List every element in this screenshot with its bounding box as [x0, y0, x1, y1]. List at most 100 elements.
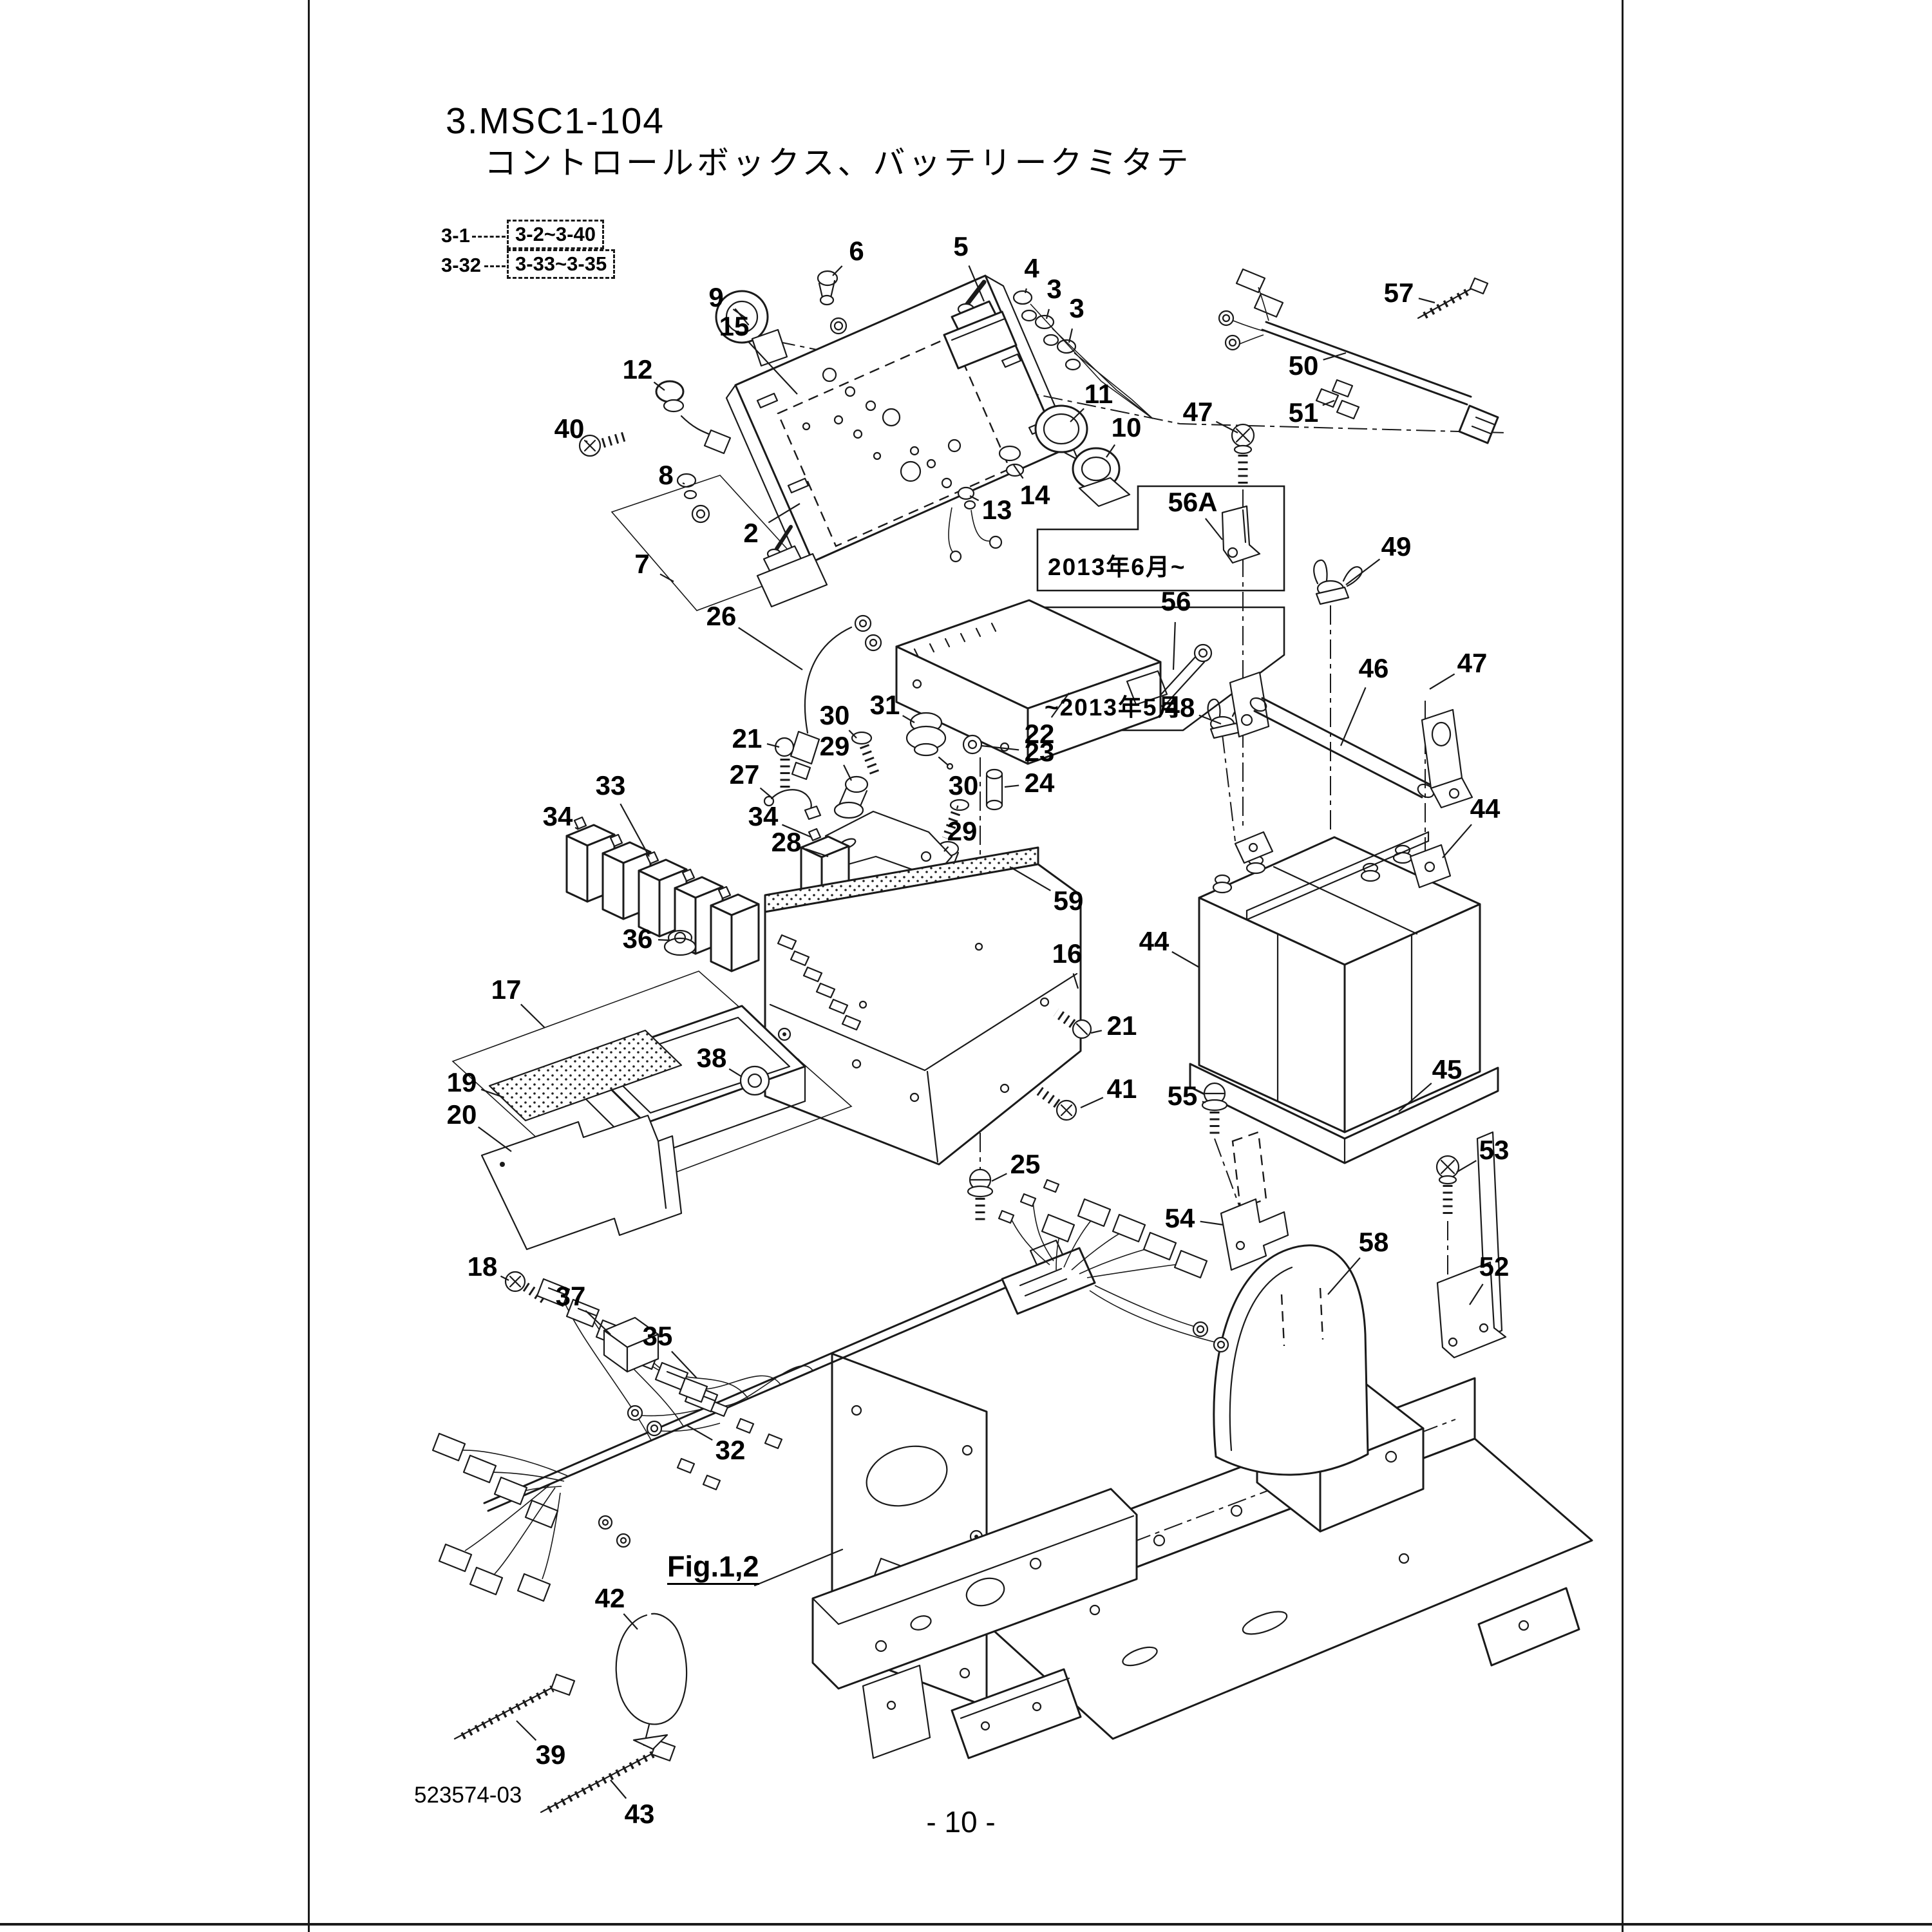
part-callout-30: 30 [948, 770, 979, 800]
ref-row1-range: 3-2~3-40 [507, 220, 604, 249]
part-callout-21: 21 [732, 723, 762, 753]
callout-leader-13 [969, 495, 980, 502]
lamps-art [1012, 290, 1153, 419]
callout-leader-21 [766, 743, 780, 748]
part-callout-10: 10 [1111, 412, 1142, 442]
part-callout-51: 51 [1288, 397, 1319, 428]
callout-leader-10 [1106, 444, 1116, 458]
date-note-later: 2013年6月~ [1048, 554, 1186, 580]
callout-leader-14 [1013, 464, 1024, 479]
part-callout-46: 46 [1358, 653, 1389, 683]
part-callout-28: 28 [771, 827, 802, 857]
callout-leader-27 [759, 787, 773, 799]
callout-leader-38 [728, 1068, 743, 1077]
part-callout-24: 24 [1024, 768, 1055, 798]
part-callout-11: 11 [1084, 379, 1113, 409]
part-callout-42: 42 [594, 1583, 625, 1613]
part-callout-53: 53 [1479, 1135, 1510, 1165]
part-callout-50: 50 [1288, 350, 1319, 381]
part-callout-36: 36 [622, 923, 653, 954]
part-callout-19: 19 [446, 1067, 477, 1097]
part-callout-52: 52 [1479, 1251, 1510, 1282]
part-callout-44: 44 [1470, 793, 1501, 824]
callout-leader-7 [659, 573, 674, 582]
part-callout-55: 55 [1167, 1081, 1198, 1111]
callout-leader-21 [1090, 1030, 1103, 1034]
box16-art [764, 846, 1082, 1166]
callout-leader-17 [520, 1003, 545, 1028]
doc-number: 523574-03 [414, 1783, 522, 1808]
callout-leader-4 [1024, 288, 1027, 294]
callout-leader-16 [1072, 973, 1079, 989]
plug8-art [676, 473, 710, 524]
callout-leader-42 [623, 1613, 638, 1630]
part-callout-4: 4 [1024, 253, 1039, 283]
ref-row2-connector [484, 265, 506, 267]
part-callout-35: 35 [642, 1321, 673, 1351]
part-callout-59: 59 [1053, 886, 1084, 916]
part-callout-5: 5 [953, 231, 969, 261]
bracket54-art [1201, 1082, 1289, 1271]
callout-leader-39 [516, 1720, 537, 1741]
callout-leader-31 [902, 715, 915, 723]
ref-row2-from: 3-32 [441, 254, 482, 276]
part-callout-41: 41 [1106, 1074, 1137, 1104]
button12-art [655, 380, 732, 455]
part-callout-39: 39 [535, 1739, 566, 1770]
part-callout-54: 54 [1164, 1203, 1195, 1233]
callout-leader-55 [1202, 1101, 1206, 1104]
plug6-art [817, 270, 848, 335]
misc-screws-art [967, 1008, 1092, 1222]
right-page-rule [1622, 0, 1624, 1932]
callout-leader-46 [1340, 687, 1367, 746]
callout-leader-45 [1398, 1083, 1432, 1112]
part-callout-29: 29 [819, 731, 850, 761]
callout-leader-53 [1456, 1160, 1477, 1173]
fig-ref-leader [753, 1548, 844, 1587]
part-callout-18: 18 [467, 1251, 498, 1282]
callout-leader-2 [768, 503, 800, 524]
cable-ties-art [453, 1613, 688, 1814]
callout-leader-43 [610, 1779, 627, 1799]
harness50-art [1218, 268, 1499, 444]
page-title: 3.MSC1-104 [446, 100, 665, 142]
callout-leader-15 [748, 341, 798, 395]
part-callout-29: 29 [947, 816, 978, 846]
part-callout-56A: 56A [1168, 487, 1218, 517]
callout-leader-26 [738, 627, 803, 670]
ref-row1-connector [472, 236, 506, 238]
battery-art [1189, 831, 1499, 1164]
part-callout-57: 57 [1383, 278, 1414, 308]
bracket7-art [611, 475, 828, 611]
part-callout-40: 40 [554, 413, 585, 444]
callout-leader-22 [1050, 692, 1070, 718]
screw55-axis [1214, 1138, 1244, 1217]
fig-reference: Fig.1,2 [667, 1552, 759, 1585]
toggle5-art [943, 279, 1018, 370]
callout-leader-56 [1172, 621, 1176, 670]
part-callout-17: 17 [491, 974, 522, 1005]
cover58-art [1213, 1244, 1369, 1476]
page-number: - 10 - [926, 1805, 996, 1839]
part-callout-14: 14 [1019, 480, 1050, 510]
controller22-art [790, 599, 1168, 781]
ref-row1-from: 3-1 [441, 224, 470, 247]
part-callout-20: 20 [446, 1099, 477, 1130]
part-callout-49: 49 [1381, 531, 1412, 562]
part-callout-47: 47 [1457, 648, 1488, 678]
callout-leader-33 [620, 803, 650, 857]
callout-leader-30 [956, 805, 959, 810]
callout-leader-48 [1198, 714, 1222, 725]
part-callout-56: 56 [1160, 586, 1191, 616]
callout-leader-58 [1327, 1257, 1361, 1295]
part-callout-13: 13 [981, 495, 1012, 525]
wing48-axis [1222, 734, 1236, 842]
callout-leader-47 [1215, 421, 1238, 433]
part-callout-9: 9 [708, 282, 724, 312]
part-callout-26: 26 [706, 601, 737, 631]
part-callout-3: 3 [1046, 274, 1062, 304]
part-callout-21: 21 [1106, 1010, 1137, 1041]
bracket17-art [451, 971, 853, 1304]
